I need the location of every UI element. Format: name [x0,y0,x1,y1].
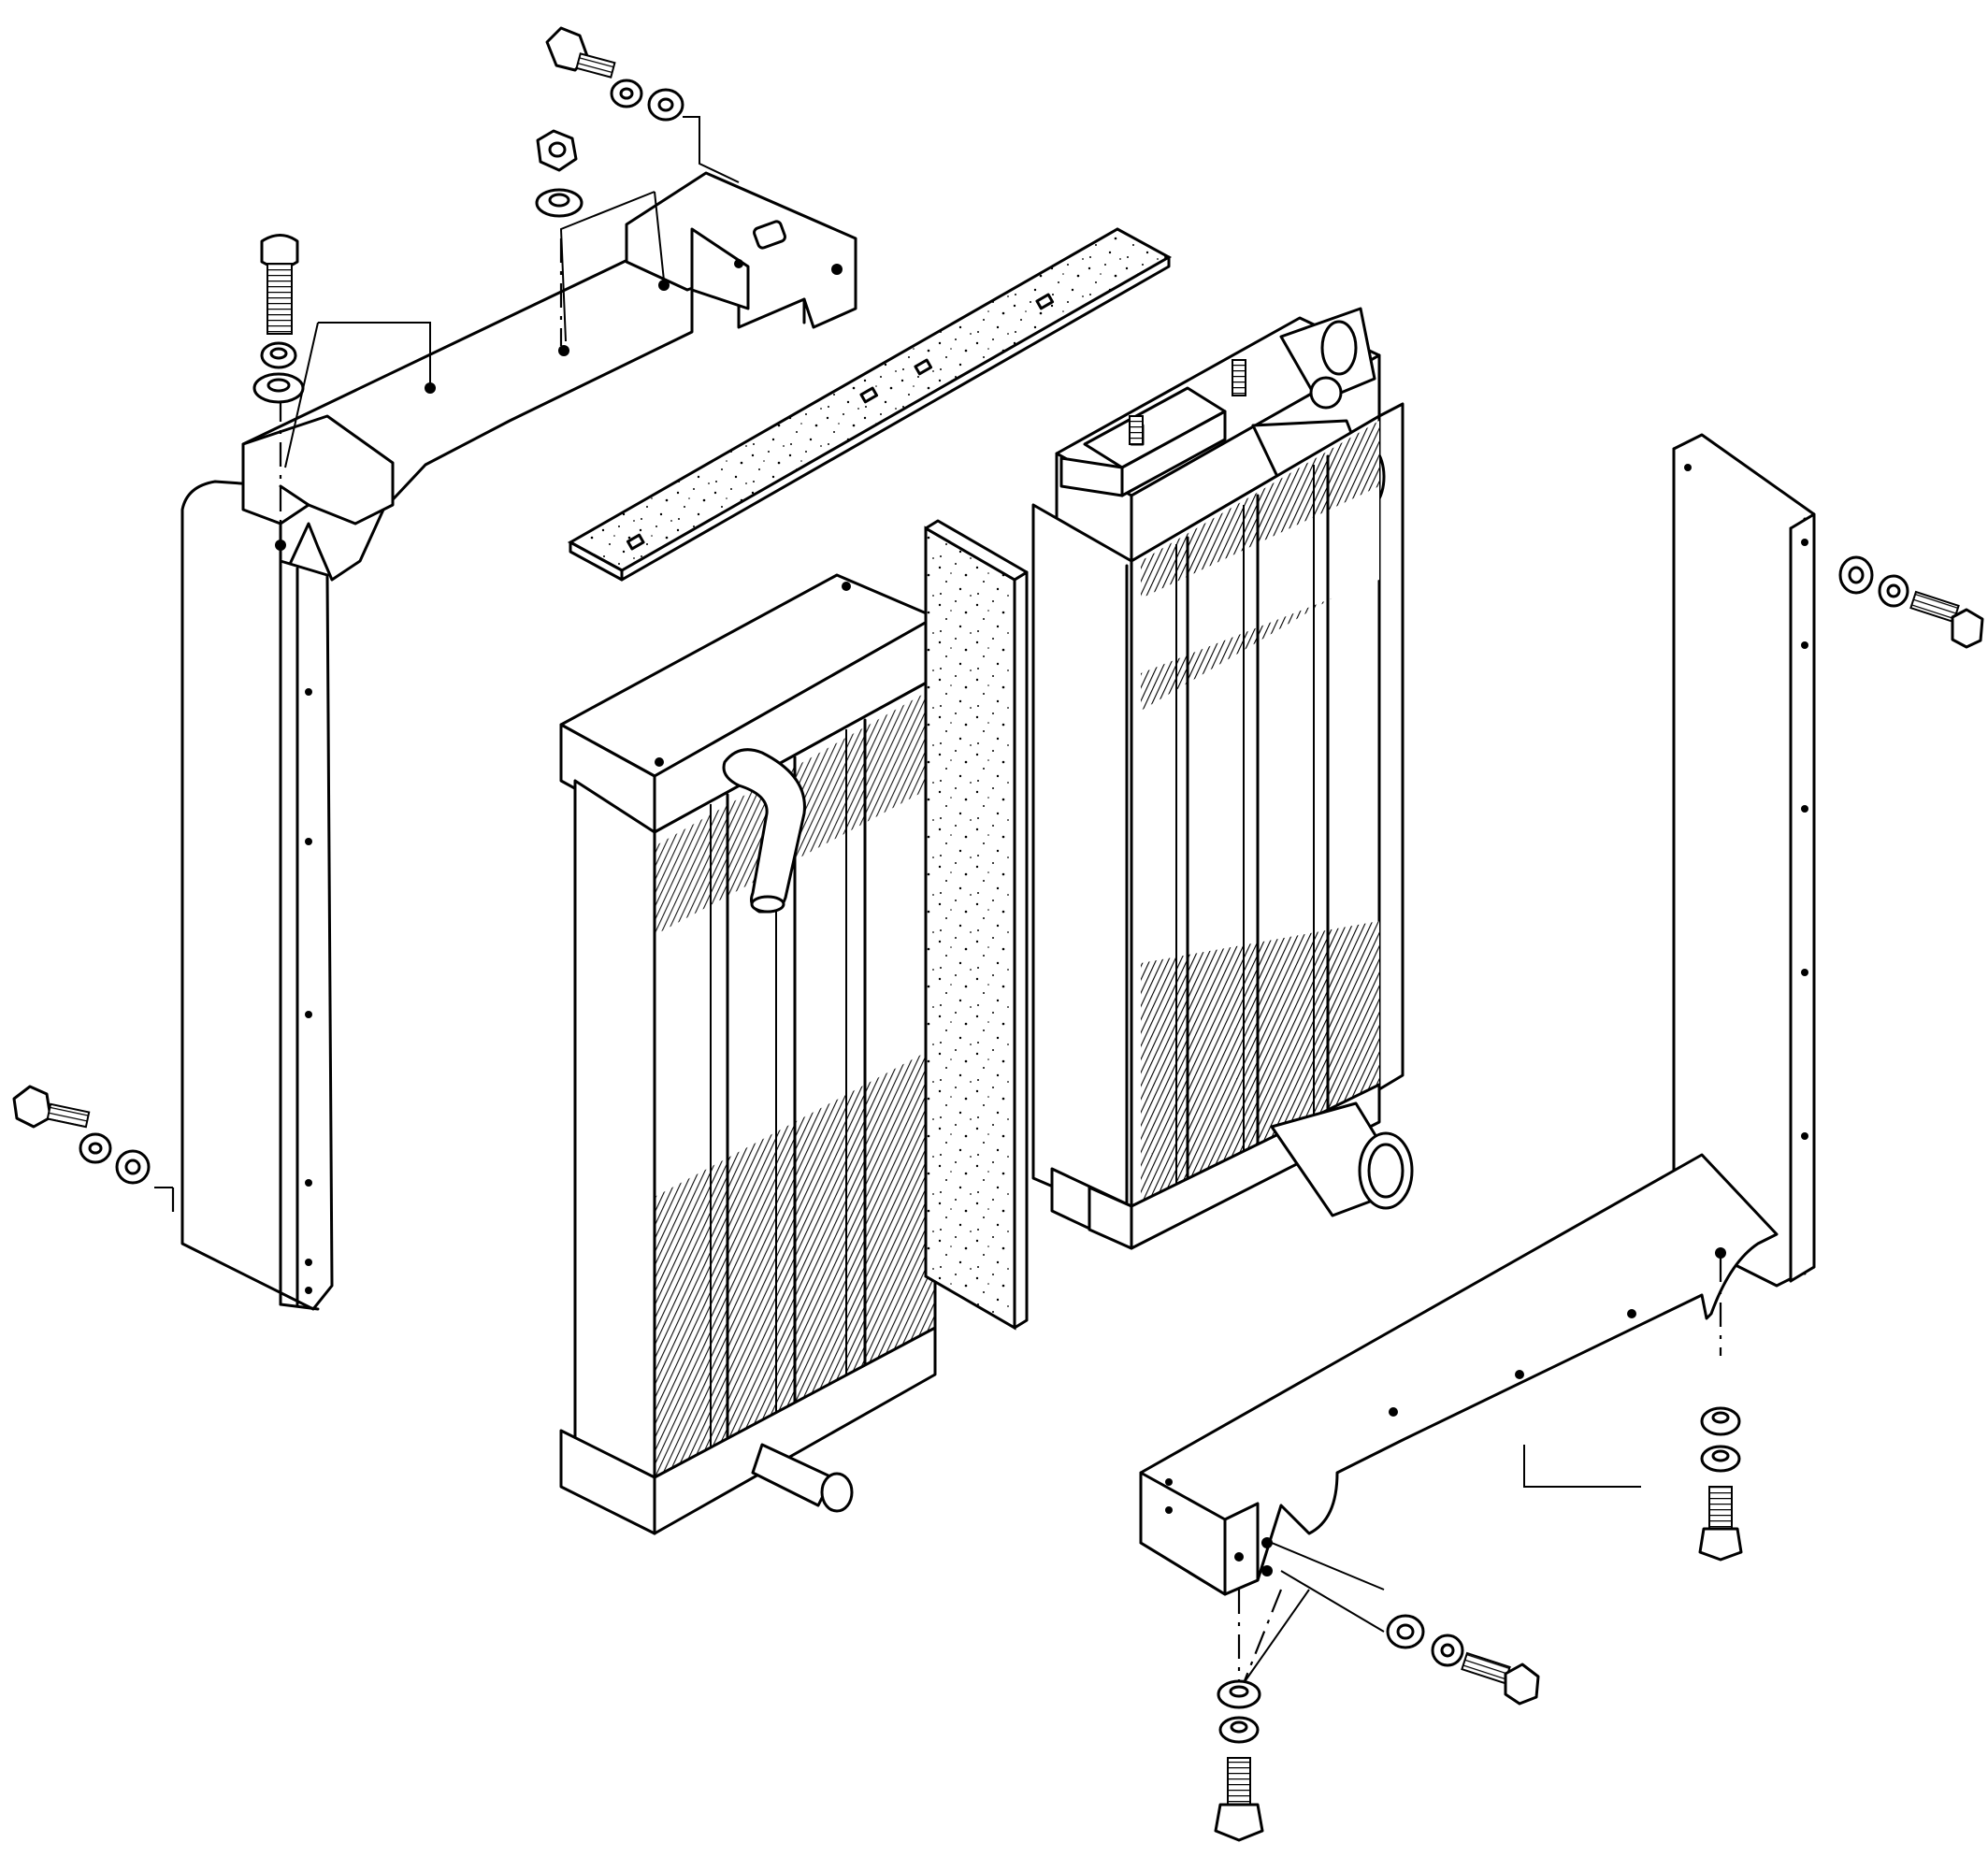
lower-side-bracket [1139,433,1816,1596]
upper-side-bracket [180,171,857,1311]
hex-bolt-bottom [1461,1651,1540,1706]
front-radiator-core [559,573,937,1535]
hex-bolt-lower-right [1698,1486,1743,1562]
hex-bolt-bottom-stack [1214,1757,1264,1842]
rear-radiator-core [1031,307,1414,1250]
hex-nut-top [536,129,578,172]
top-seal-strip [567,227,1173,582]
hex-bolt-left [12,1085,91,1129]
hex-bolt-top [545,26,616,79]
hex-bolt-vertical [260,234,299,335]
lower-bracket-leaders [1237,1258,1722,1684]
hex-bolt-right [1909,590,1984,649]
foam-seal-pad [924,519,1029,1331]
